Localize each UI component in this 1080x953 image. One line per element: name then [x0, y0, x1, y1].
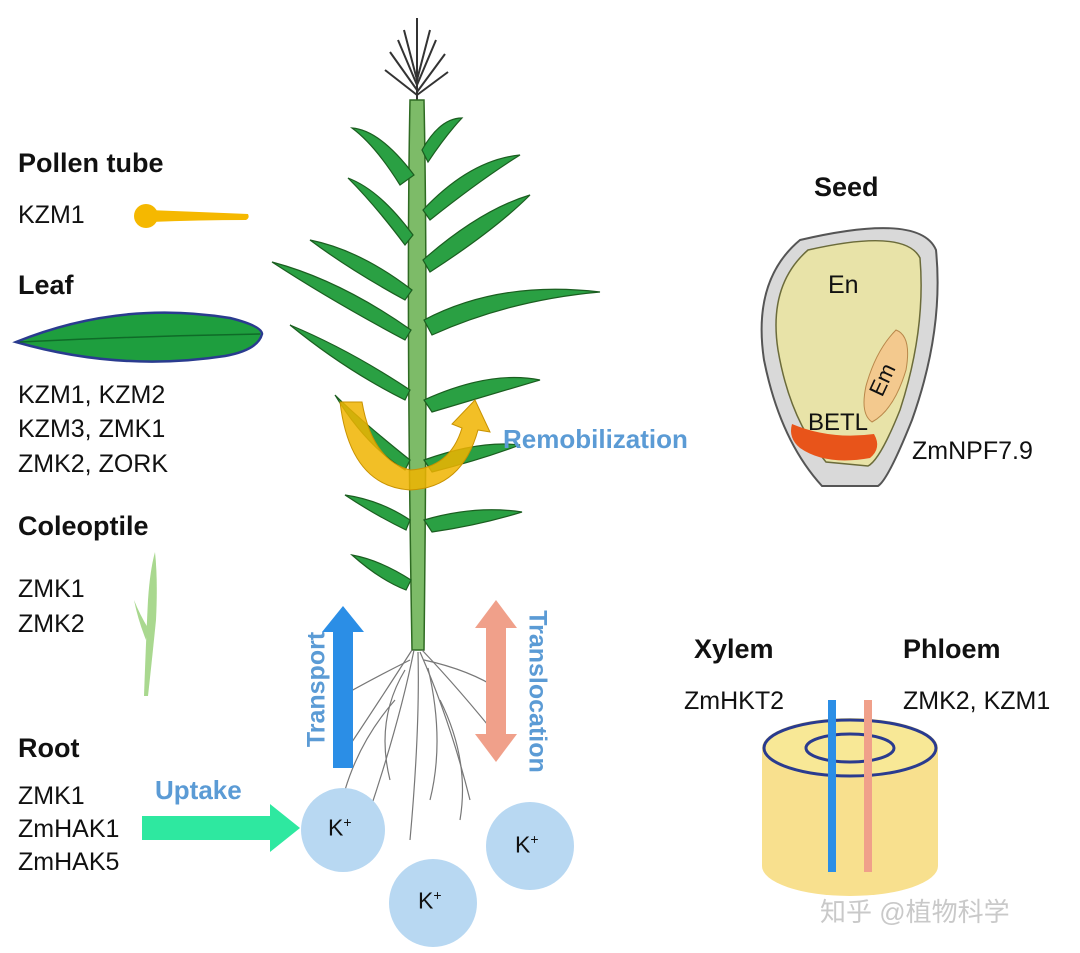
pollen-tube-icon	[134, 204, 249, 228]
pollen-tube-title: Pollen tube	[18, 148, 164, 178]
remobilization-label: Remobilization	[503, 424, 688, 454]
k-ion-label-2: K+	[515, 831, 539, 858]
phloem-gene-label: ZMK2, KZM1	[903, 687, 1051, 715]
seed-betl-label: BETL	[808, 409, 869, 436]
k-ion-circle-1	[301, 788, 385, 872]
coleoptile-gene-1: ZMK1	[18, 575, 85, 603]
translocation-arrow	[475, 600, 517, 762]
k-ion-circle-3	[389, 859, 477, 947]
remobilization-arrow	[339, 399, 491, 491]
xylem-gene-label: ZmHKT2	[684, 687, 784, 715]
leaf-gene-1: KZM1, KZM2	[18, 381, 166, 409]
roots-icon	[334, 649, 501, 841]
vascular-cylinder-icon	[762, 700, 938, 896]
transport-label: Transport	[302, 631, 331, 748]
root-gene-3: ZmHAK5	[18, 848, 120, 876]
uptake-arrow	[142, 804, 300, 852]
seed-title: Seed	[814, 172, 879, 202]
k-ion-label-1: K+	[328, 814, 352, 841]
coleoptile-title: Coleoptile	[18, 511, 149, 541]
root-gene-1: ZMK1	[18, 782, 85, 810]
root-gene-2: ZmHAK1	[18, 815, 120, 843]
pollen-gene-1: KZM1	[18, 201, 85, 229]
leaf-gene-3: ZMK2, ZORK	[18, 450, 169, 478]
phloem-vessel	[864, 700, 872, 872]
phloem-title: Phloem	[903, 634, 1001, 664]
transport-arrow	[322, 606, 364, 768]
leaf-title: Leaf	[18, 270, 74, 300]
maize-plant-icon	[271, 18, 601, 841]
k-ion-circle-2	[486, 802, 574, 890]
translocation-label: Translocation	[523, 610, 552, 773]
uptake-label: Uptake	[155, 775, 242, 805]
k-ion-label-3: K+	[418, 887, 442, 914]
leaf-icon	[12, 311, 264, 363]
seed-gene-label: ZmNPF7.9	[912, 437, 1033, 465]
seed-icon	[760, 227, 939, 487]
root-title: Root	[18, 733, 80, 763]
leaf-gene-2: KZM3, ZMK1	[18, 415, 166, 443]
coleoptile-gene-2: ZMK2	[18, 610, 85, 638]
tassel-icon	[384, 18, 449, 100]
seed-endosperm-label: En	[828, 271, 859, 299]
coleoptile-icon	[134, 552, 157, 696]
xylem-title: Xylem	[694, 634, 774, 664]
watermark: 知乎 @植物科学	[820, 897, 1010, 927]
xylem-vessel	[828, 700, 836, 872]
